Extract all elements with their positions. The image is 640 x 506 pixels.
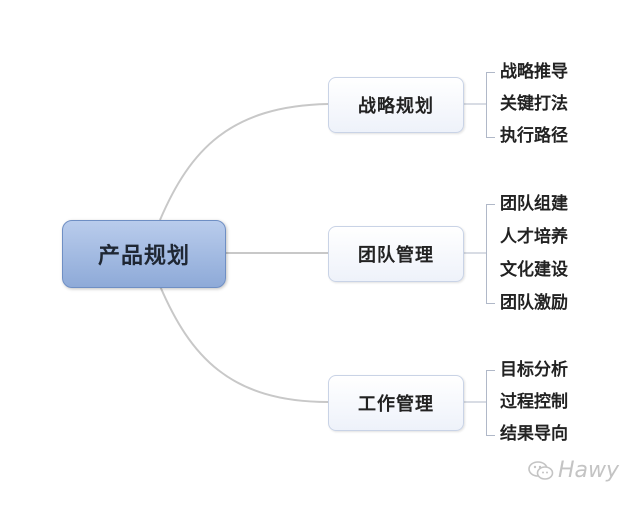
branch-node-team[interactable]: 团队管理 <box>328 226 464 282</box>
leaf-node[interactable]: 关键打法 <box>500 94 568 114</box>
leaf-node[interactable]: 结果导向 <box>500 424 568 444</box>
branch-node-label: 团队管理 <box>358 245 434 266</box>
leaf-node[interactable]: 过程控制 <box>500 392 568 412</box>
connector-root-branch-1 <box>159 103 329 221</box>
wechat-icon <box>528 460 554 480</box>
leaf-bracket-work <box>486 370 495 436</box>
leaf-node[interactable]: 人才培养 <box>500 227 568 247</box>
watermark: Hawy <box>528 458 619 483</box>
branch-node-label: 战略规划 <box>358 96 434 117</box>
leaf-node[interactable]: 文化建设 <box>500 260 568 280</box>
leaf-bracket-strategy <box>486 72 495 138</box>
root-node[interactable]: 产品规划 <box>62 220 226 288</box>
leaf-node[interactable]: 执行路径 <box>500 126 568 146</box>
leaf-node[interactable]: 团队组建 <box>500 194 568 214</box>
leaf-node[interactable]: 战略推导 <box>500 62 568 82</box>
watermark-text: Hawy <box>558 458 620 483</box>
leaf-bracket-team <box>486 204 495 304</box>
leaf-node[interactable]: 团队激励 <box>500 293 568 313</box>
leaf-node[interactable]: 目标分析 <box>500 360 568 380</box>
branch-node-work[interactable]: 工作管理 <box>328 375 464 431</box>
branch-node-label: 工作管理 <box>358 394 434 415</box>
connector-root-branch-3 <box>159 285 329 403</box>
root-node-label: 产品规划 <box>97 244 190 269</box>
branch-node-strategy[interactable]: 战略规划 <box>328 77 464 133</box>
